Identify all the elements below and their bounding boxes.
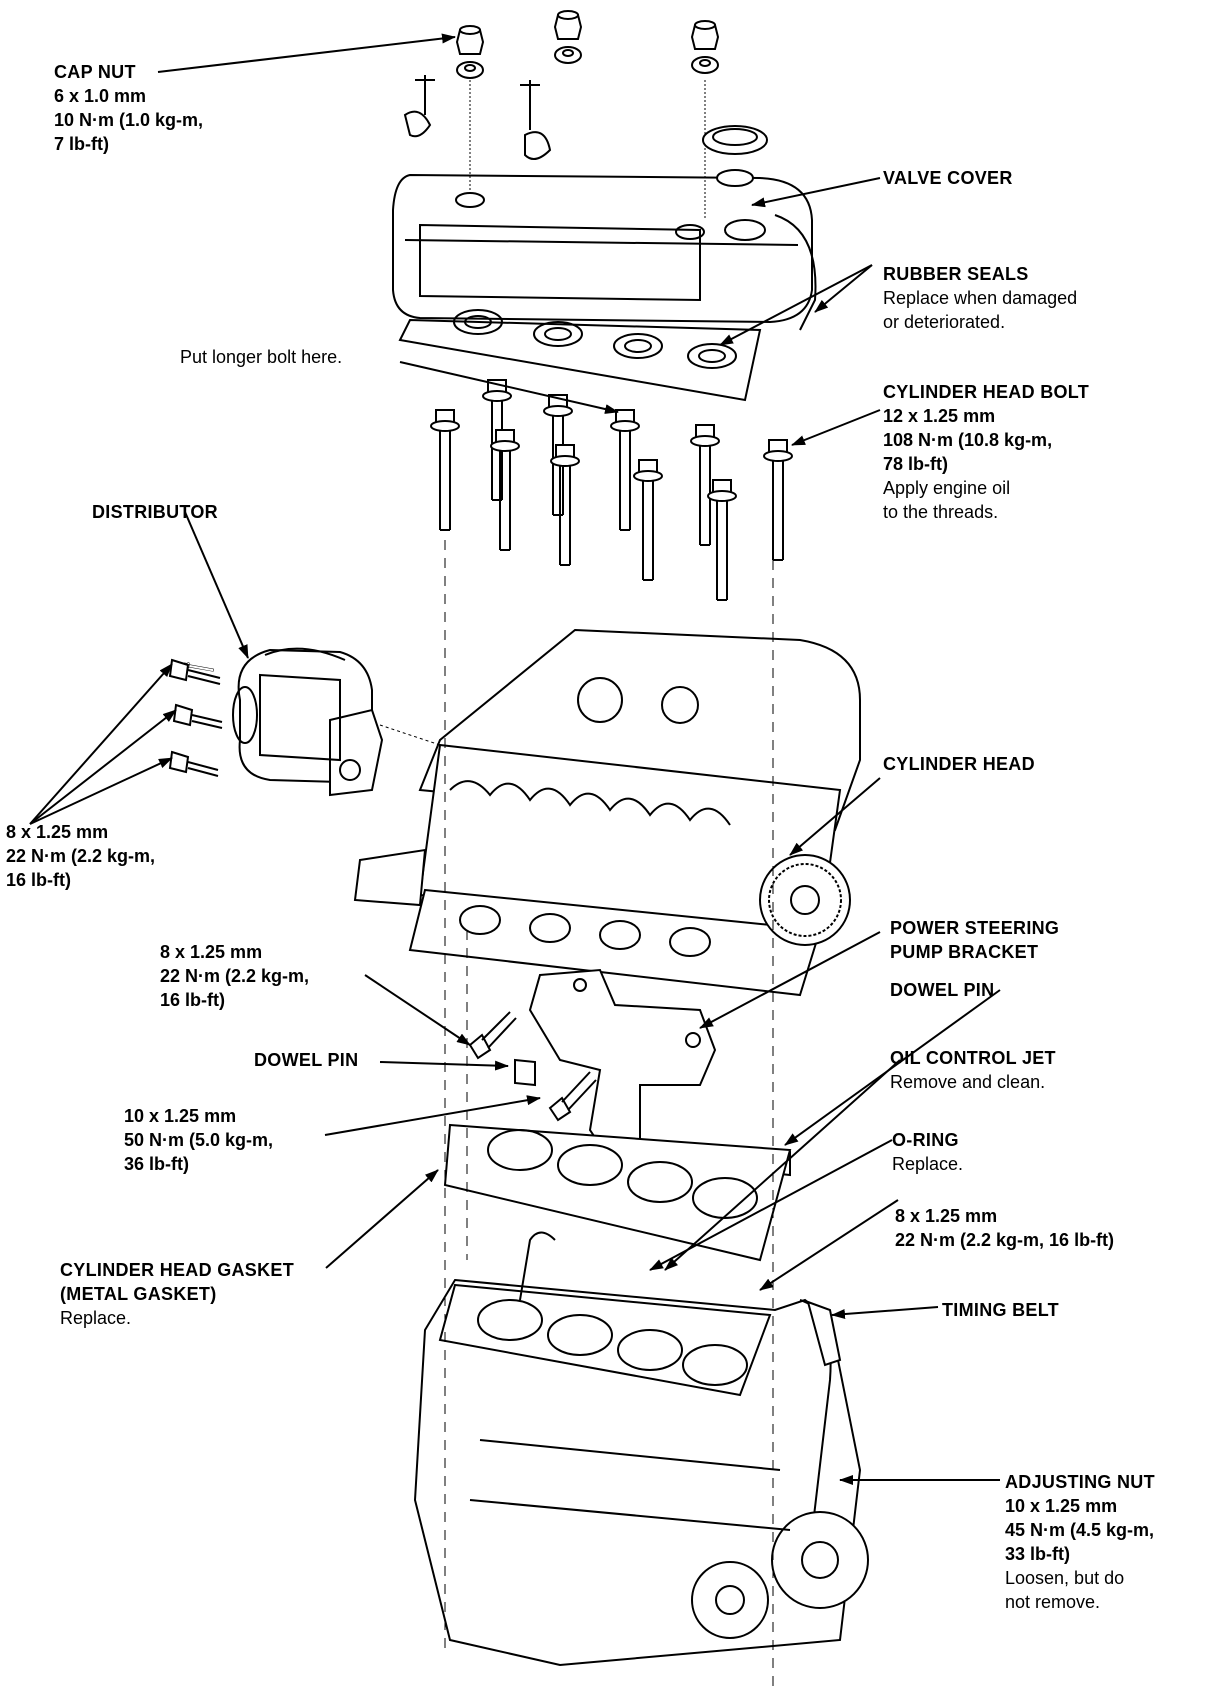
bracket-bolt-10-spec-size: 10 x 1.25 mm bbox=[124, 1106, 237, 1126]
distributor-bolts-label: 8 x 1.25 mm 22 N·m (2.2 kg-m, 16 lb-ft) bbox=[6, 820, 155, 892]
jet-bolt-label: 8 x 1.25 mm 22 N·m (2.2 kg-m, 16 lb-ft) bbox=[895, 1204, 1114, 1252]
timing-belt-label: TIMING BELT bbox=[942, 1298, 1059, 1322]
distributor-label: DISTRIBUTOR bbox=[92, 500, 218, 524]
dowel-pin-right-label: DOWEL PIN bbox=[890, 978, 994, 1002]
cylinder-head-bolt-spec-size: 12 x 1.25 mm bbox=[883, 406, 996, 426]
cylinder-head-drawing bbox=[353, 628, 861, 997]
engine-block-drawing bbox=[413, 1231, 869, 1667]
distributor-bolts-drawing bbox=[168, 658, 441, 777]
adjusting-nut-spec-lbft: 33 lb-ft) bbox=[1005, 1544, 1070, 1564]
cylinder-head-bolt-note-1: Apply engine oil bbox=[883, 478, 1011, 498]
head-gasket-note: Replace. bbox=[60, 1308, 132, 1328]
cylinder-head-bolt-spec-torque: 108 N·m (10.8 kg-m, bbox=[883, 430, 1053, 450]
valve-cover-label: VALVE COVER bbox=[883, 166, 1013, 190]
alignment-lines bbox=[444, 540, 774, 1688]
longer-bolt-text: Put longer bolt here. bbox=[180, 347, 343, 367]
timing-belt-title: TIMING BELT bbox=[942, 1300, 1059, 1320]
cylinder-head-bolt-label: CYLINDER HEAD BOLT 12 x 1.25 mm 108 N·m … bbox=[883, 380, 1089, 524]
o-ring-title: O-RING bbox=[892, 1130, 959, 1150]
bracket-bolt-spec-torque: 22 N·m (2.2 kg-m, bbox=[160, 966, 310, 986]
adjusting-nut-note-2: not remove. bbox=[1005, 1592, 1101, 1612]
rubber-seals-title: RUBBER SEALS bbox=[883, 264, 1029, 284]
cap-nut-title: CAP NUT bbox=[54, 62, 136, 82]
cap-nut-spec-torque: 10 N·m (1.0 kg-m, bbox=[54, 110, 204, 130]
cap-nut-spec-size: 6 x 1.0 mm bbox=[54, 86, 147, 106]
valve-cover-drawing bbox=[392, 173, 817, 402]
power-steering-bracket-title-2: PUMP BRACKET bbox=[890, 942, 1039, 962]
valve-cover-title: VALVE COVER bbox=[883, 168, 1013, 188]
adjusting-nut-spec-size: 10 x 1.25 mm bbox=[1005, 1496, 1118, 1516]
rubber-seals-label: RUBBER SEALS Replace when damaged or det… bbox=[883, 262, 1077, 334]
cylinder-head-bolt-note-2: to the threads. bbox=[883, 502, 999, 522]
head-gasket-title-1: CYLINDER HEAD GASKET bbox=[60, 1260, 295, 1280]
dowel-pin-right-title: DOWEL PIN bbox=[890, 980, 995, 1000]
adjusting-nut-note-1: Loosen, but do bbox=[1005, 1568, 1125, 1588]
leader-arrows bbox=[29, 33, 1001, 1485]
power-steering-bracket-title-1: POWER STEERING bbox=[890, 918, 1060, 938]
bracket-bolt-10-spec-lbft: 36 lb-ft) bbox=[124, 1154, 189, 1174]
dowel-pin-left-label: DOWEL PIN bbox=[254, 1048, 358, 1072]
distributor-drawing bbox=[183, 647, 384, 797]
bracket-bolt-10-spec-torque: 50 N·m (5.0 kg-m, bbox=[124, 1130, 274, 1150]
o-ring-label: O-RING Replace. bbox=[892, 1128, 963, 1176]
oil-control-jet-note: Remove and clean. bbox=[890, 1072, 1046, 1092]
bracket-bolt-label: 8 x 1.25 mm 22 N·m (2.2 kg-m, 16 lb-ft) bbox=[160, 940, 309, 1012]
jet-bolt-spec-torque: 22 N·m (2.2 kg-m, 16 lb-ft) bbox=[895, 1230, 1115, 1250]
distributor-bolts-spec-torque: 22 N·m (2.2 kg-m, bbox=[6, 846, 156, 866]
bracket-bolt-spec-size: 8 x 1.25 mm bbox=[160, 942, 263, 962]
oil-control-jet-title: OIL CONTROL JET bbox=[890, 1048, 1056, 1068]
oil-control-jet-label: OIL CONTROL JET Remove and clean. bbox=[890, 1046, 1056, 1094]
adjusting-nut-title: ADJUSTING NUT bbox=[1005, 1472, 1155, 1492]
dowel-pin-left-title: DOWEL PIN bbox=[254, 1050, 359, 1070]
cylinder-head-bolt-spec-lbft: 78 lb-ft) bbox=[883, 454, 948, 474]
power-steering-bracket-label: POWER STEERING PUMP BRACKET bbox=[890, 916, 1059, 964]
distributor-title: DISTRIBUTOR bbox=[92, 502, 218, 522]
cap-nut-spec-lbft: 7 lb-ft) bbox=[54, 134, 109, 154]
distributor-bolts-spec-size: 8 x 1.25 mm bbox=[6, 822, 109, 842]
cap-nut-label: CAP NUT 6 x 1.0 mm 10 N·m (1.0 kg-m, 7 l… bbox=[54, 60, 203, 156]
rubber-seals-note-1: Replace when damaged bbox=[883, 288, 1078, 308]
head-gasket-label: CYLINDER HEAD GASKET (METAL GASKET) Repl… bbox=[60, 1258, 294, 1330]
cylinder-head-label: CYLINDER HEAD bbox=[883, 752, 1035, 776]
o-ring-note: Replace. bbox=[892, 1154, 964, 1174]
longer-bolt-label: Put longer bolt here. bbox=[180, 345, 342, 369]
distributor-bolts-spec-lbft: 16 lb-ft) bbox=[6, 870, 71, 890]
adjusting-nut-label: ADJUSTING NUT 10 x 1.25 mm 45 N·m (4.5 k… bbox=[1005, 1470, 1155, 1614]
head-gasket-title-2: (METAL GASKET) bbox=[60, 1284, 217, 1304]
cap-nuts-drawing bbox=[403, 10, 768, 220]
bracket-bolt-spec-lbft: 16 lb-ft) bbox=[160, 990, 225, 1010]
adjusting-nut-spec-torque: 45 N·m (4.5 kg-m, bbox=[1005, 1520, 1155, 1540]
rubber-seals-note-2: or deteriorated. bbox=[883, 312, 1006, 332]
jet-bolt-spec-size: 8 x 1.25 mm bbox=[895, 1206, 998, 1226]
ps-bracket-drawing bbox=[528, 968, 717, 1162]
cylinder-head-bolts-drawing bbox=[430, 379, 793, 601]
head-gasket-drawing bbox=[443, 1123, 792, 1262]
cylinder-head-bolt-title: CYLINDER HEAD BOLT bbox=[883, 382, 1090, 402]
bracket-bolt-10-label: 10 x 1.25 mm 50 N·m (5.0 kg-m, 36 lb-ft) bbox=[124, 1104, 273, 1176]
cylinder-head-title: CYLINDER HEAD bbox=[883, 754, 1035, 774]
